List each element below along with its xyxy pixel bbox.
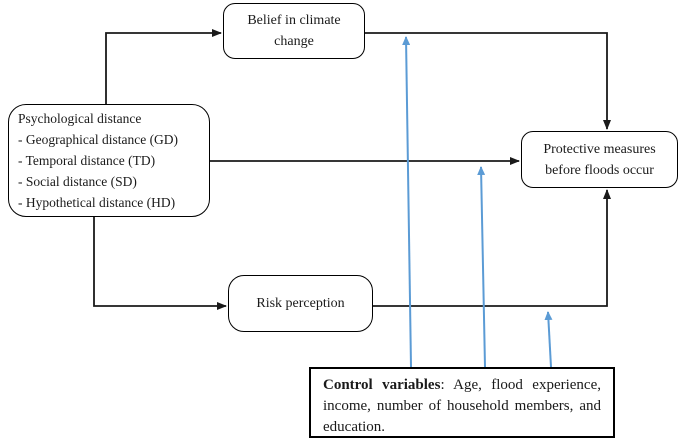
risk-perception-box: Risk perception bbox=[228, 275, 373, 332]
risk-label: Risk perception bbox=[256, 296, 345, 311]
control-variables-rest-label: : Age, flood experience, income, number … bbox=[323, 377, 601, 435]
arrow-psychological-to-belief bbox=[105, 29, 222, 104]
arrow-control-to-psychological-protective-path bbox=[477, 166, 486, 368]
protective-label: Protective measures before floods occur bbox=[543, 141, 656, 178]
belief-in-climate-change-box: Belief in climate change bbox=[223, 3, 365, 59]
psychological-title: Psychological distance bbox=[18, 111, 142, 126]
belief-label: Belief in climate change bbox=[247, 13, 341, 49]
psychological-item-social: - Social distance (SD) bbox=[18, 174, 137, 189]
arrow-belief-to-protective bbox=[365, 32, 611, 130]
psychological-item-temporal: - Temporal distance (TD) bbox=[18, 153, 156, 168]
psychological-item-hypothetical: - Hypothetical distance (HD) bbox=[18, 195, 176, 210]
arrow-control-to-belief-protective-path bbox=[402, 36, 412, 368]
control-variables-text: Control variables: Age, flood experience… bbox=[323, 375, 601, 438]
arrow-psychological-to-risk bbox=[93, 217, 227, 310]
control-variables-bold-label: Control variables bbox=[323, 377, 441, 393]
control-variables-box: Control variables: Age, flood experience… bbox=[309, 367, 615, 438]
protective-measures-box: Protective measures before floods occur bbox=[521, 131, 678, 188]
arrow-control-to-risk-protective-path bbox=[544, 311, 553, 368]
psychological-item-geographical: - Geographical distance (GD) bbox=[18, 132, 179, 147]
arrow-risk-to-protective bbox=[373, 189, 611, 307]
psychological-distance-box: Psychological distance - Geographical di… bbox=[8, 104, 210, 217]
